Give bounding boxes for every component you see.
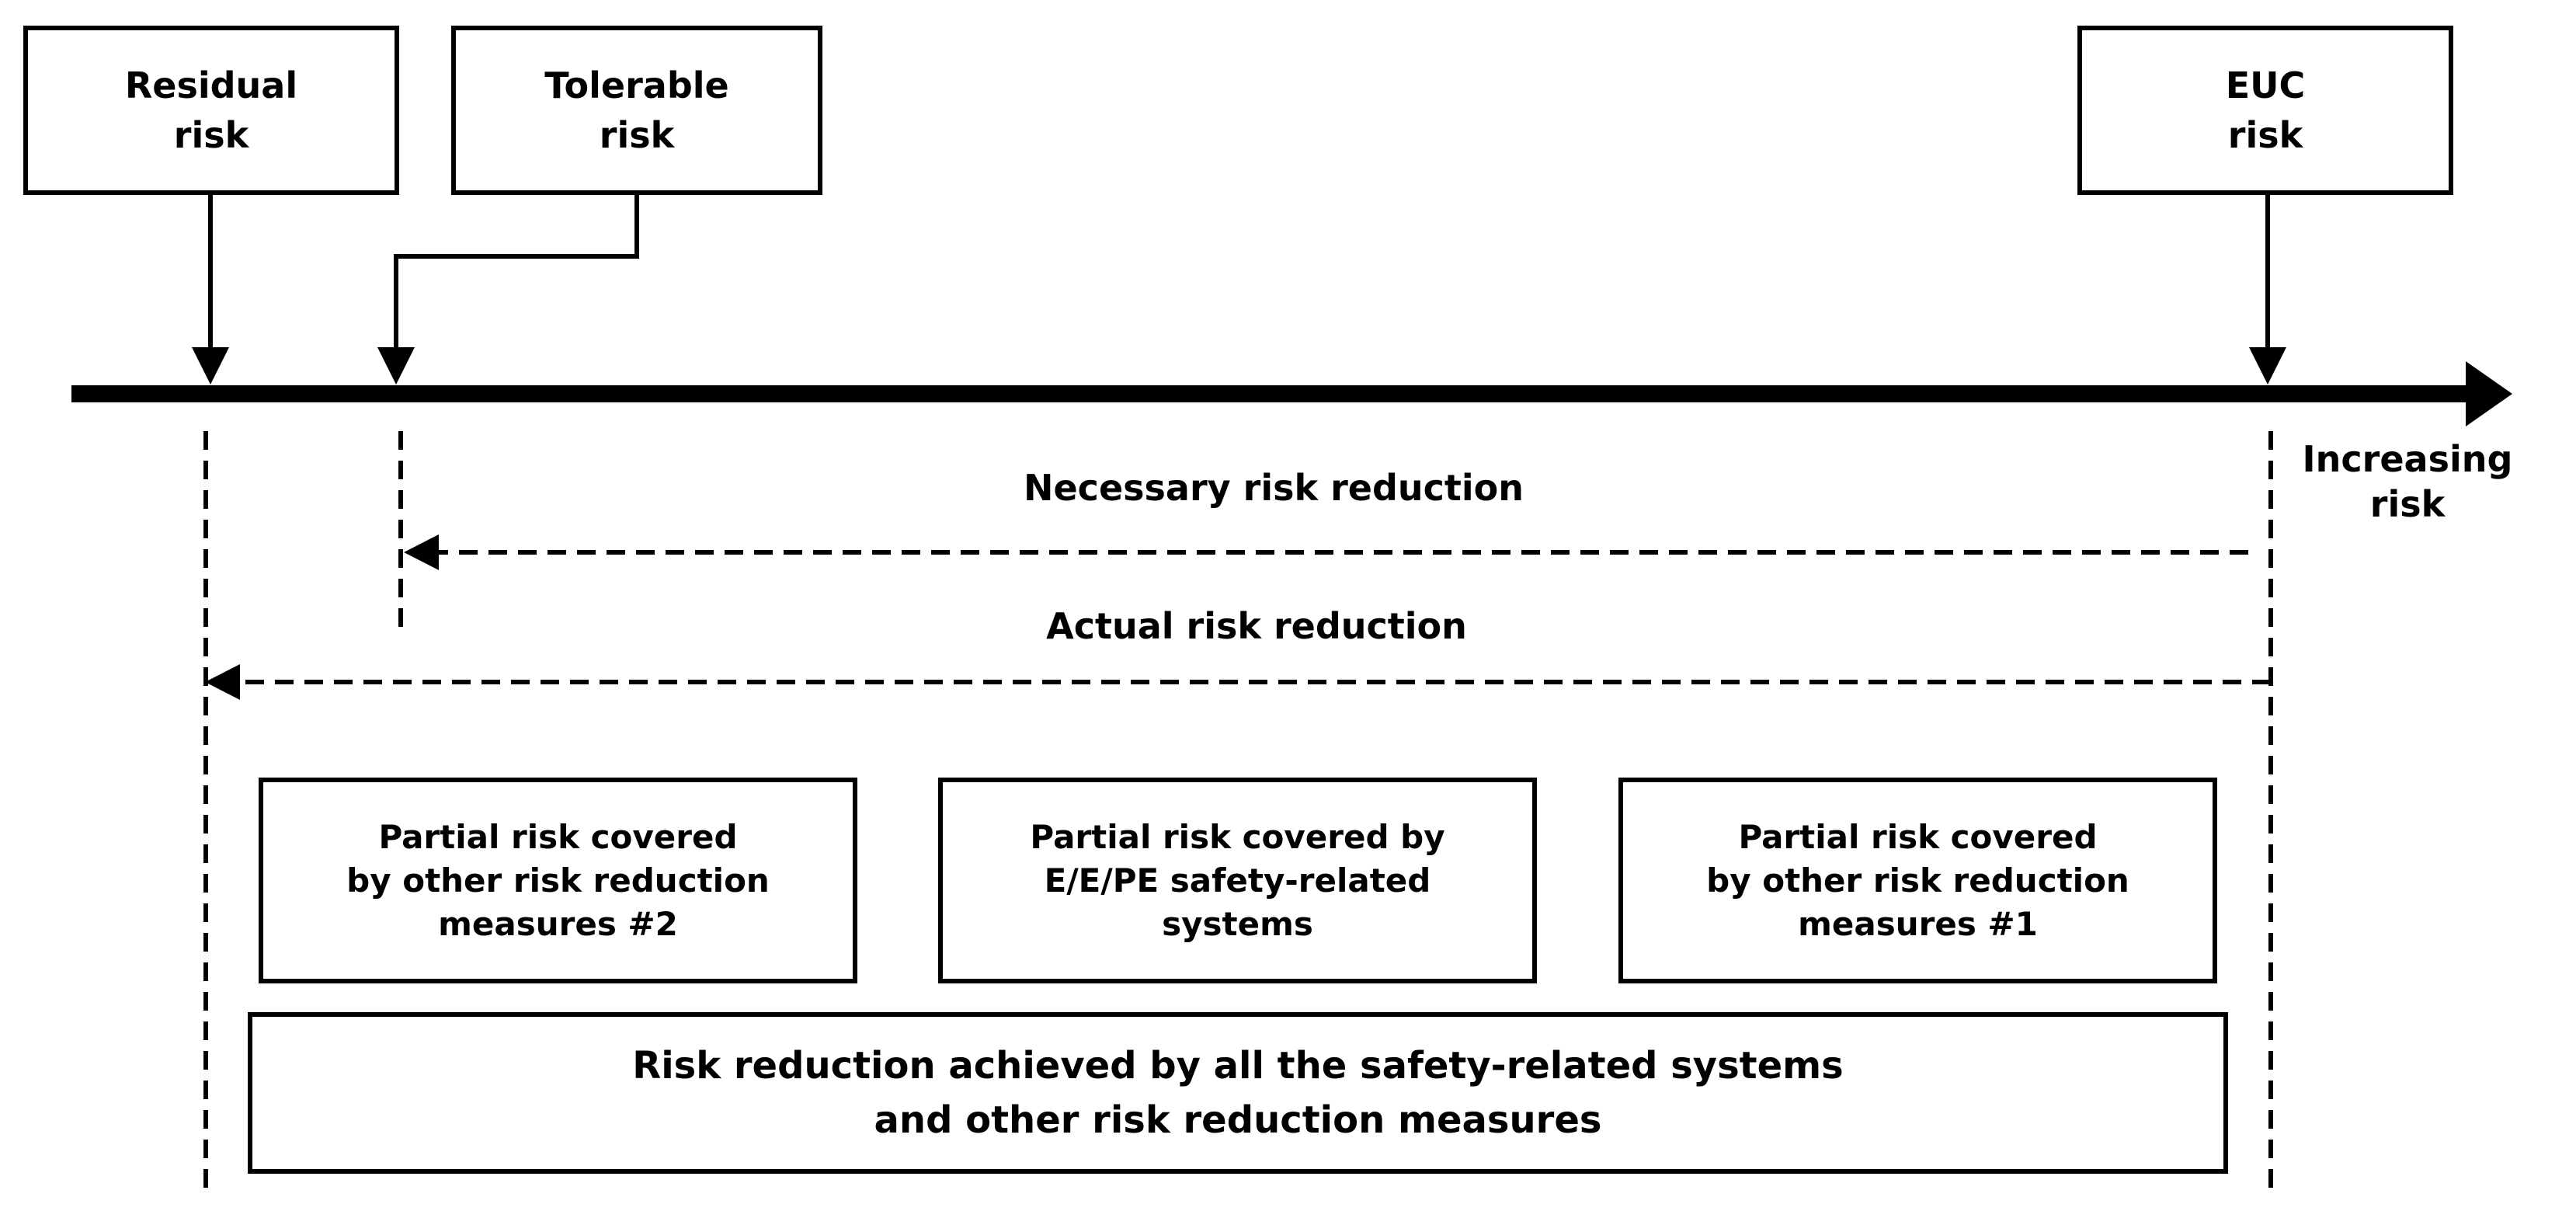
necessary-reduction-label: Necessary risk reduction [1023, 467, 1524, 509]
euc-risk-label: EUC risk [2225, 64, 2306, 156]
actual-reduction-label: Actual risk reduction [1046, 605, 1467, 647]
residual-risk-label: Residual risk [124, 64, 298, 156]
necessary-reduction-arrowhead [404, 534, 439, 570]
partial-risk-other-measures-1-box: Partial risk covered by other risk reduc… [1618, 778, 2217, 983]
partial-risk-eepe-box: Partial risk covered by E/E/PE safety-re… [938, 778, 1537, 983]
partial-risk-other-measures-2-box: Partial risk covered by other risk reduc… [259, 778, 857, 983]
increasing-risk-label: Increasing risk [2302, 438, 2513, 525]
partial-risk-other-measures-1-label: Partial risk covered by other risk reduc… [1706, 817, 2129, 943]
total-risk-reduction-label: Risk reduction achieved by all the safet… [632, 1044, 1844, 1142]
tolerable-risk-label: Tolerable risk [544, 64, 729, 156]
euc-risk-arrowhead [2249, 347, 2286, 385]
risk-axis-arrowhead [2466, 361, 2512, 426]
partial-risk-other-measures-2-label: Partial risk covered by other risk reduc… [346, 817, 770, 943]
partial-risk-eepe-label: Partial risk covered by E/E/PE safety-re… [1030, 817, 1445, 943]
total-risk-reduction-box: Risk reduction achieved by all the safet… [248, 1012, 2228, 1174]
tolerable-risk-connector [394, 194, 639, 353]
actual-reduction-arrowhead [205, 664, 240, 700]
residual-risk-arrowhead [192, 347, 229, 385]
euc-risk-box: EUC risk [2077, 26, 2453, 195]
tolerable-risk-box: Tolerable risk [451, 26, 822, 195]
residual-risk-box: Residual risk [23, 26, 399, 195]
tolerable-risk-arrowhead [377, 347, 415, 385]
